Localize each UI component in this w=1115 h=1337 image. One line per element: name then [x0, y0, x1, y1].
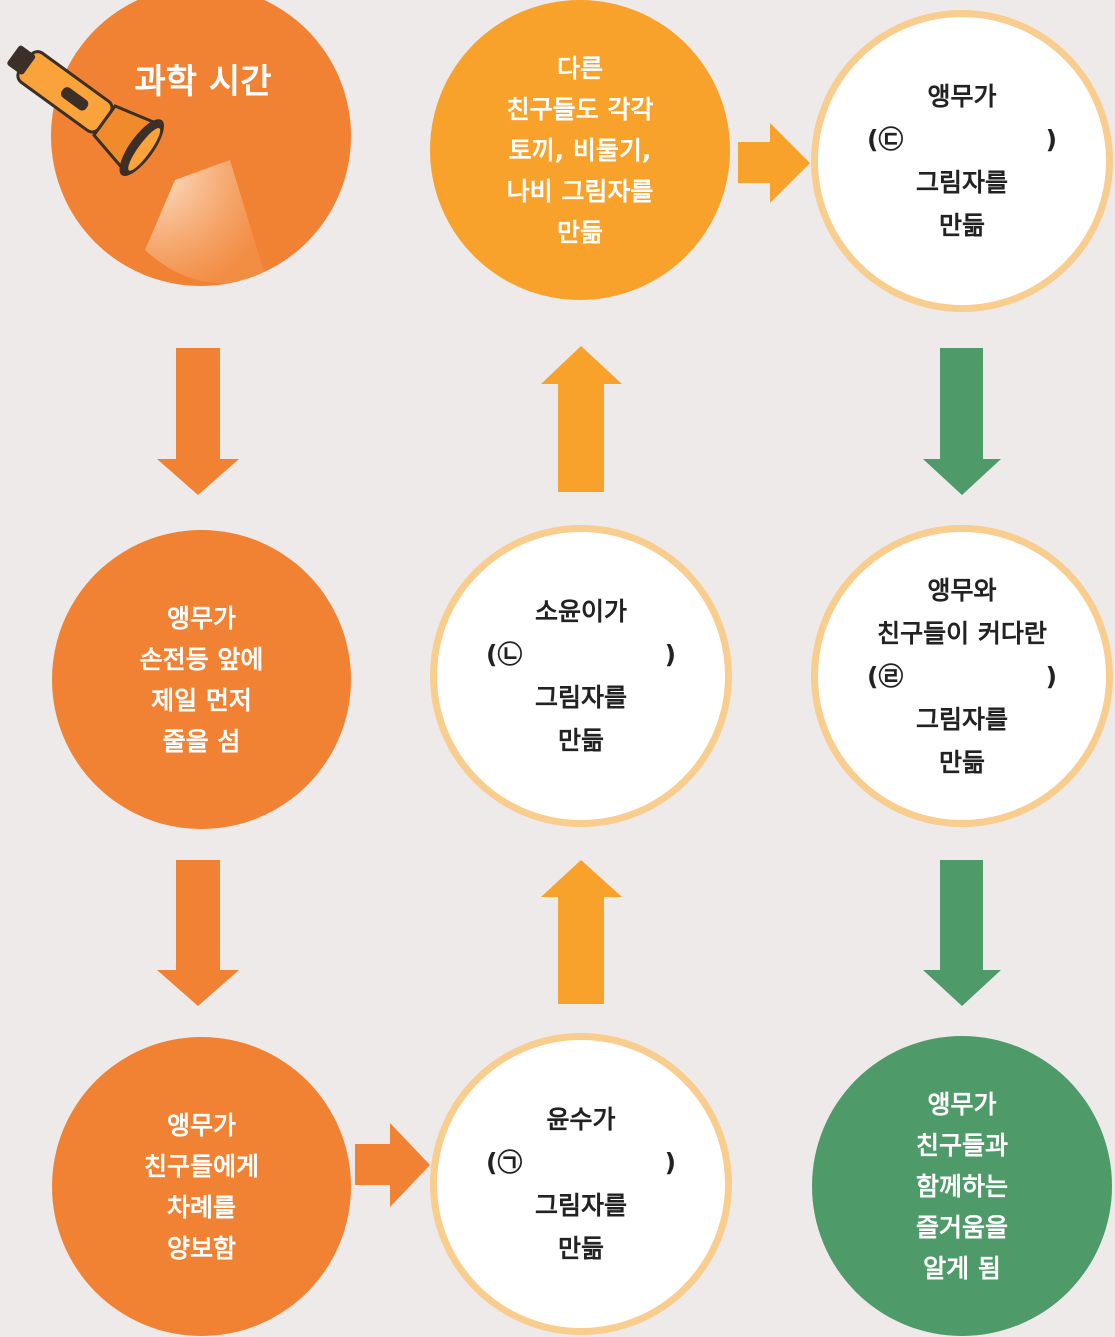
node-others-make-shadows: 다른 친구들도 각각 토끼, 비둘기, 나비 그림자를 만듦 — [430, 0, 730, 300]
arrow-down-3 — [923, 348, 1001, 495]
node-parrot-first-in-line: 앵무가 손전등 앞에 제일 먼저 줄을 섬 — [52, 530, 351, 829]
start-circle — [51, 0, 351, 286]
node-line: 줄을 섬 — [162, 726, 241, 756]
blank-close: ) — [1045, 661, 1057, 691]
node-line: 차례를 — [166, 1192, 236, 1222]
arrow-right-2 — [738, 123, 810, 203]
blank-open: (㉡ — [486, 640, 523, 669]
arrow-down-1 — [157, 348, 239, 495]
blank-close: ) — [664, 1148, 676, 1177]
node-line: 친구들에게 — [143, 1151, 259, 1181]
node-line: 앵무가 — [927, 1089, 997, 1119]
blank-close: ) — [1045, 125, 1057, 154]
arrow-right-1 — [355, 1123, 430, 1207]
node-line: 제일 먼저 — [151, 685, 252, 715]
arrow-up-2 — [541, 346, 622, 492]
answer-blank-c: (㉢ ) — [867, 118, 1057, 161]
arrow-down-2 — [157, 860, 239, 1006]
node-line: 그림자를 — [534, 1191, 627, 1220]
blank-open: (㉣ — [867, 661, 904, 691]
node-line: 친구들과 — [915, 1130, 1008, 1160]
node-line: 손전등 앞에 — [139, 644, 264, 674]
node-line: 그림자를 — [534, 683, 627, 712]
node-subject: 소윤이가 — [534, 597, 627, 626]
node-line: 만듦 — [557, 726, 604, 755]
science-time-title: 과학 시간 — [108, 62, 298, 103]
node-line: 만듦 — [557, 1234, 604, 1263]
node-line: 만듦 — [556, 217, 603, 247]
node-line: 만듦 — [938, 211, 985, 240]
answer-blank-d: (㉣ ) — [867, 655, 1057, 698]
answer-blank-b: (㉡ ) — [486, 633, 676, 676]
blank-open: (㉢ — [867, 125, 904, 154]
node-line: 알게 됨 — [923, 1253, 1001, 1283]
node-line: 즐거움을 — [915, 1212, 1008, 1242]
blank-open: (㉠ — [486, 1148, 523, 1177]
node-line: 앵무가 — [166, 603, 236, 633]
blank-close: ) — [664, 640, 676, 669]
node-parrot-shadow: 앵무가 (㉢ ) 그림자를 만듦 — [811, 10, 1113, 312]
arrow-up-1 — [541, 860, 622, 1004]
node-subject: 앵무와 — [927, 575, 997, 605]
node-line: 그림자를 — [915, 168, 1008, 197]
answer-blank-a: (㉠ ) — [486, 1141, 676, 1184]
node-line: 양보함 — [166, 1233, 236, 1263]
node-line: 앵무가 — [166, 1110, 236, 1140]
node-parrot-yields-turn: 앵무가 친구들에게 차례를 양보함 — [52, 1037, 351, 1336]
node-line: 나비 그림자를 — [506, 176, 654, 206]
science-time-label: 과학 시간 — [134, 62, 272, 102]
node-parrot-learns-joy: 앵무가 친구들과 함께하는 즐거움을 알게 됨 — [812, 1036, 1112, 1336]
node-line: 만듦 — [938, 747, 985, 777]
flashlight-icon — [7, 45, 265, 284]
node-subject: 윤수가 — [546, 1105, 616, 1134]
node-subject: 앵무가 — [927, 82, 997, 111]
node-yunsu-shadow: 윤수가 (㉠ ) 그림자를 만듦 — [430, 1033, 732, 1335]
node-line: 다른 — [556, 53, 603, 83]
node-subject: 친구들이 커다란 — [877, 618, 1047, 648]
node-parrot-friends-shadow: 앵무와 친구들이 커다란 (㉣ ) 그림자를 만듦 — [811, 525, 1113, 827]
node-line: 그림자를 — [915, 704, 1008, 734]
arrow-down-4 — [923, 860, 1001, 1006]
node-line: 함께하는 — [915, 1171, 1008, 1201]
node-line: 토끼, 비둘기, — [508, 135, 652, 165]
node-soyun-shadow: 소윤이가 (㉡ ) 그림자를 만듦 — [430, 525, 732, 827]
node-line: 친구들도 각각 — [506, 94, 654, 124]
